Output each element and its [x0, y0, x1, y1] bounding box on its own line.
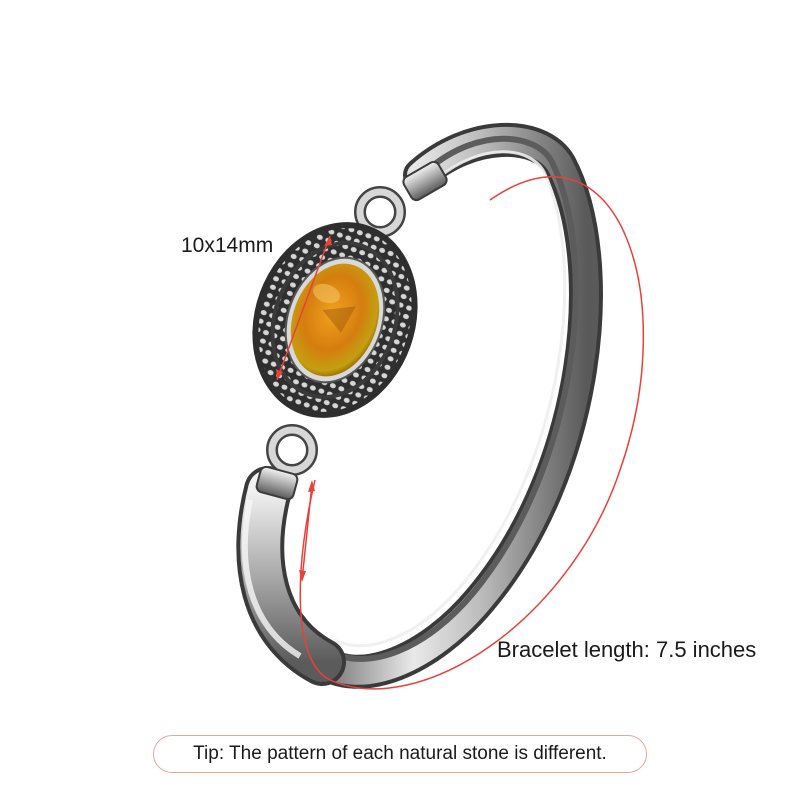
bangle-band [303, 123, 603, 689]
bracelet-length-label: Bracelet length: 7.5 inches [497, 637, 757, 662]
stone-size-label: 10x14mm [181, 234, 274, 257]
length-measure [299, 176, 645, 690]
tip-text: Tip: The pattern of each natural stone i… [193, 743, 607, 764]
stone-size-measure [276, 235, 332, 381]
tip-box: Tip: The pattern of each natural stone i… [153, 735, 647, 773]
bangle-lower-arm [236, 466, 346, 686]
lower-loop [255, 424, 318, 501]
